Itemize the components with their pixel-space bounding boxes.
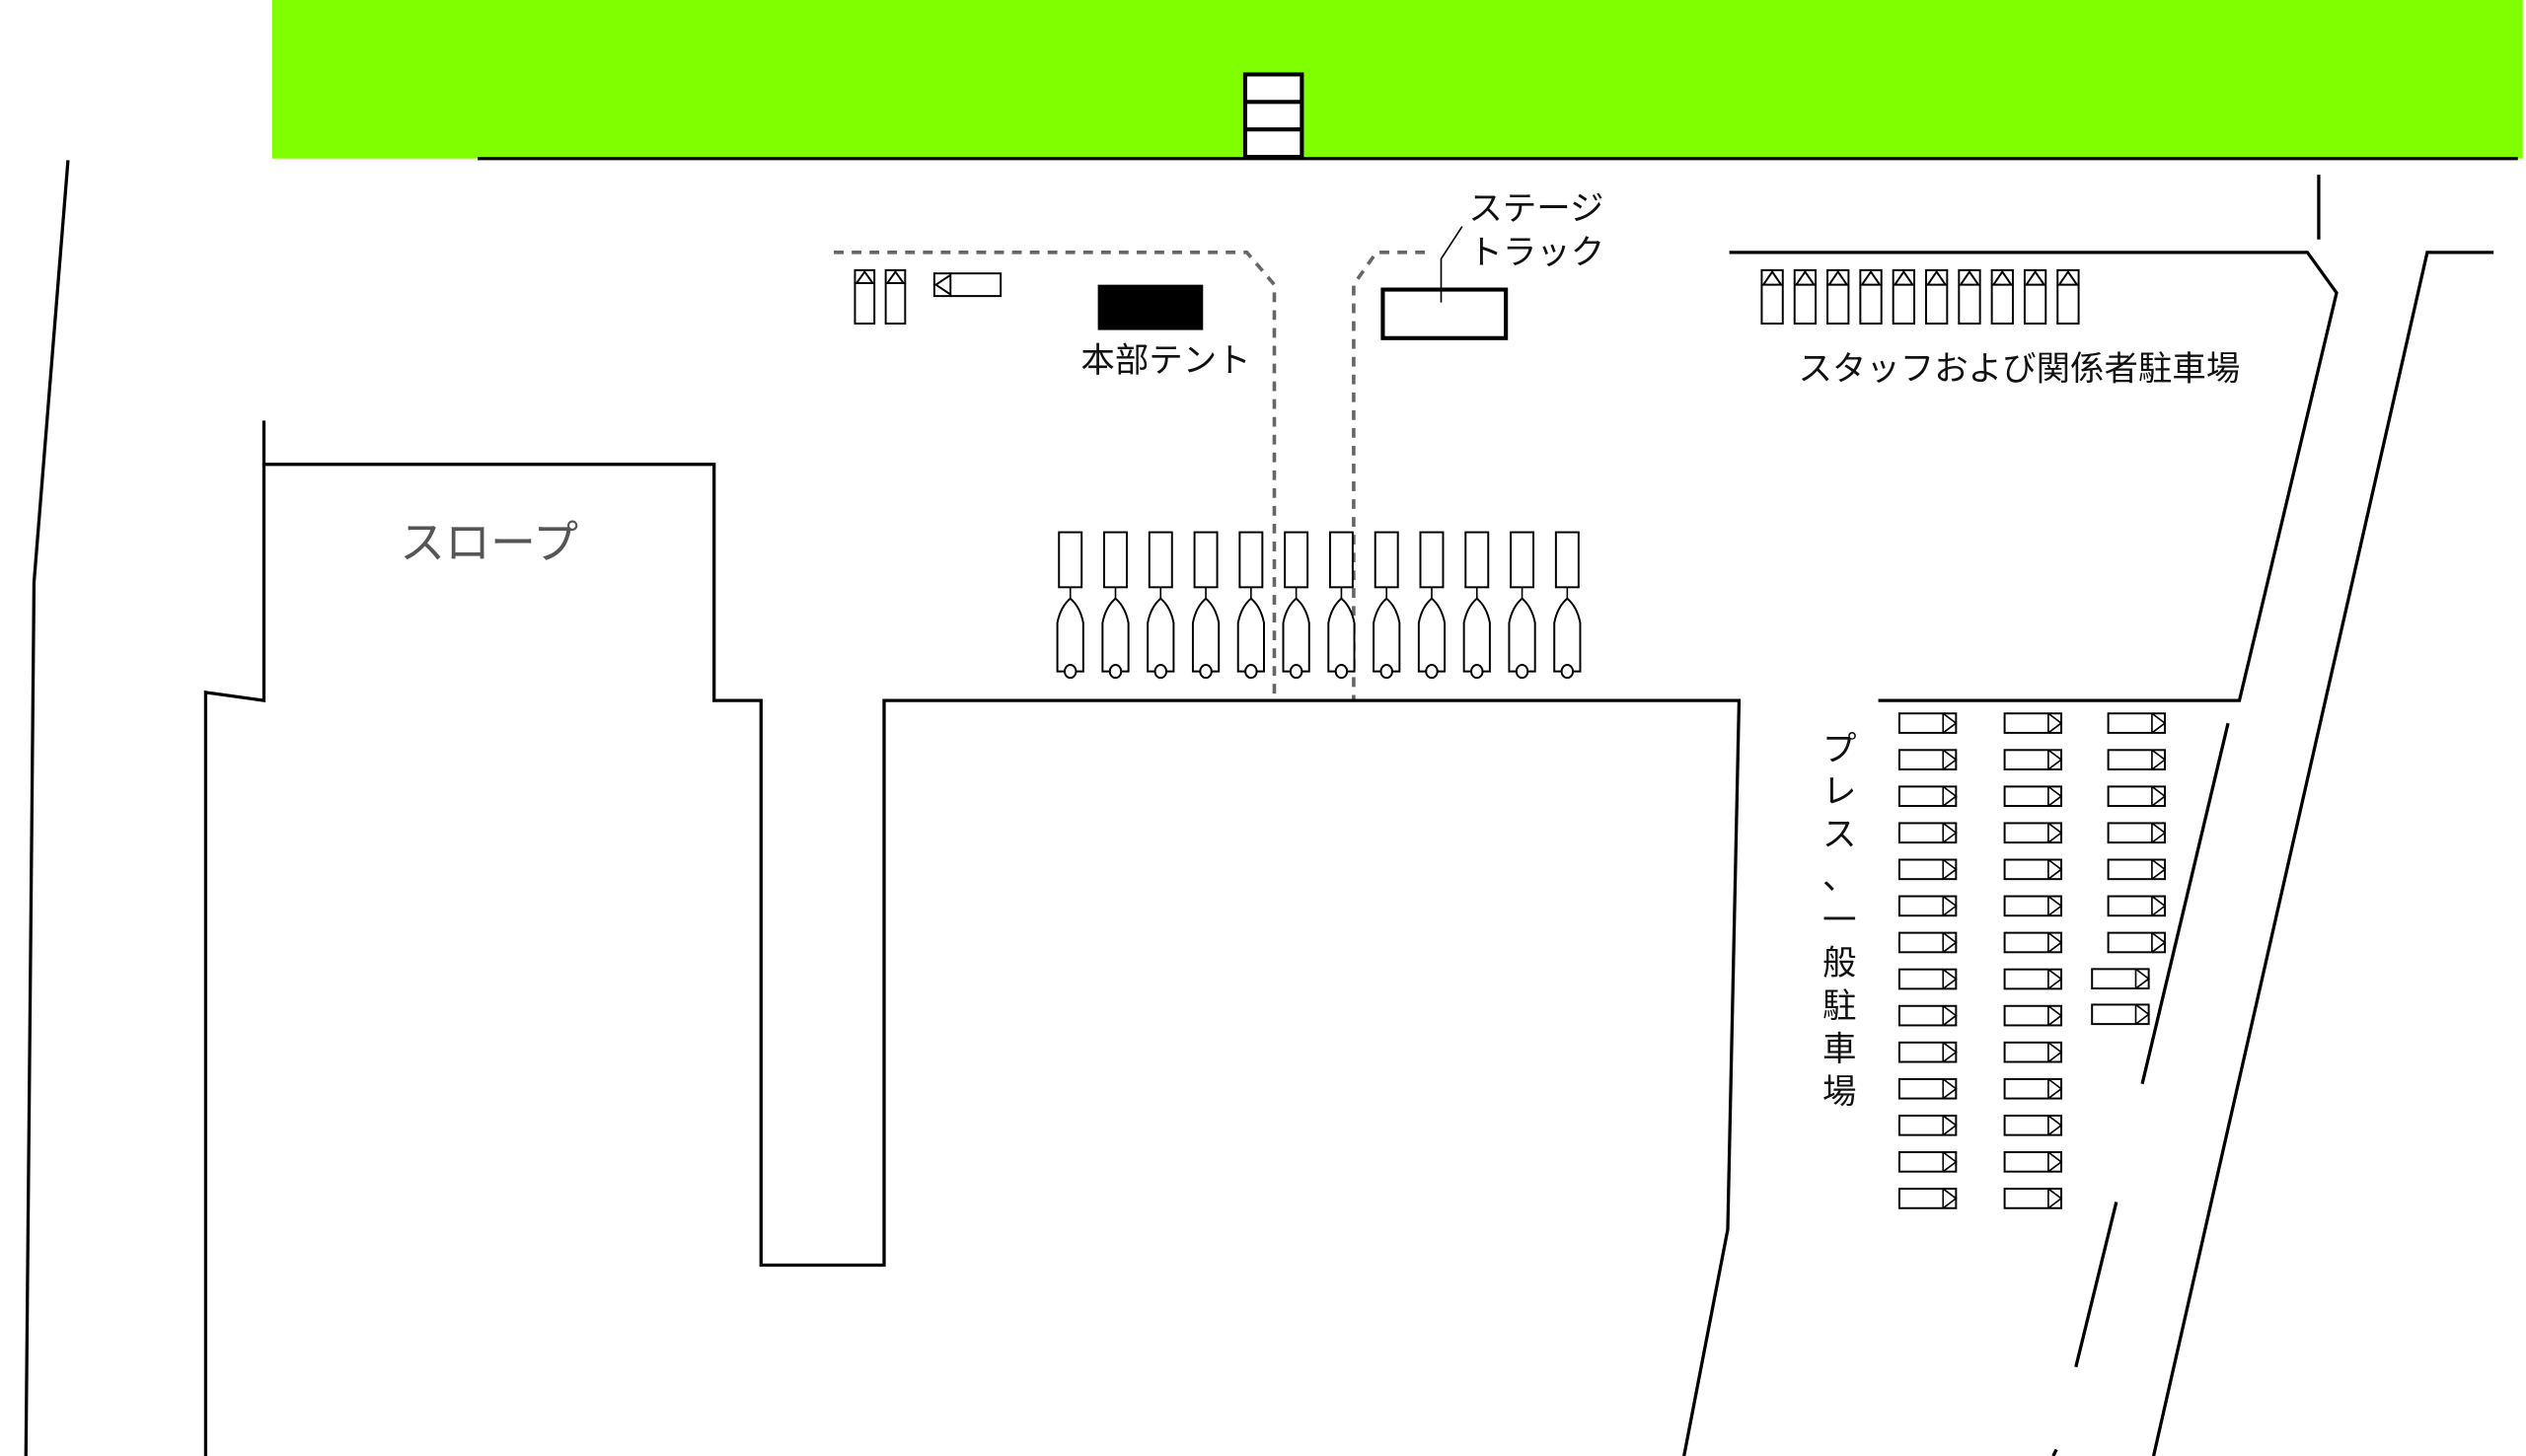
road-right-edge [2151,251,2494,1456]
press-car [2091,968,2151,990]
press-car [2107,931,2167,954]
press-car [1897,895,1958,917]
press-car [2107,785,2167,808]
press-car [2107,749,2167,770]
press-car [2003,1077,2063,1100]
press-car [2003,749,2063,770]
boat-trailer [1101,531,1130,680]
boat-trailer [1553,531,1582,680]
staff-car [1859,268,1883,325]
press-car [2003,785,2063,808]
press-car [1897,1188,1958,1209]
press-car [2003,858,2063,881]
boat-trailer [1417,531,1447,680]
boat-trailer [1147,531,1175,680]
boat-trailer [1236,531,1265,680]
press-label-char: 車 [1822,1030,1856,1069]
boat-trailer [1056,531,1084,680]
route-dashed-right [1352,251,1426,701]
press-car [1897,1004,1958,1027]
press-label-char: プ [1822,730,1856,769]
press-car [1897,931,1958,954]
press-car [2003,822,2063,844]
route-dashed-left [834,251,1277,701]
boat-trailer [1373,531,1401,680]
press-car [2107,858,2167,881]
stage-truck-label-2: トラック [1468,233,1604,272]
press-label-char: 駐 [1822,987,1856,1027]
press-car [2003,712,2063,734]
stairs-icon [1242,72,1304,160]
press-label-char: 一 [1822,902,1856,941]
press-car [1897,1041,1958,1063]
press-label-char: 、 [1822,858,1856,898]
press-car [2107,712,2167,734]
press-car [1897,749,1958,770]
stage-truck-label-1: ステージ [1468,189,1603,229]
press-car [2003,931,2063,954]
press-car [1897,968,1958,990]
boat-trailer [1327,531,1356,680]
staff-lot-boundary [1729,251,2339,702]
press-label-char: レ [1822,772,1856,812]
press-car [1897,858,1958,881]
staff-car [1958,268,1981,325]
press-label-char: 場 [1822,1072,1856,1112]
press-car [2107,895,2167,917]
staff-parking-label: スタッフおよび関係者駐車場 [1798,349,2240,389]
staff-car [1793,268,1818,325]
press-car [2003,1041,2063,1063]
staff-car [1760,268,1784,325]
left-boundary-line [24,160,70,1456]
boat-trailer [1508,531,1536,680]
press-car [2091,1003,2151,1026]
press-car [2003,968,2063,990]
slope-label: スロープ [400,516,578,569]
building-outline [261,420,1742,1456]
press-car [1897,785,1958,808]
press-car [2003,1114,2063,1136]
boat-trailer [1462,531,1491,680]
press-car [1897,1151,1958,1173]
press-parking-cars [1897,712,2167,1209]
press-car [1897,712,1958,734]
left-small-vehicles [854,268,1003,325]
stage-truck [1380,287,1509,340]
press-label-char: ス [1822,816,1856,855]
press-car [2003,1151,2063,1173]
boat-trailer [1282,531,1310,680]
hq-tent [1097,284,1204,330]
press-car [1897,822,1958,844]
press-car [2107,822,2167,844]
boat-trailers [1056,531,1582,680]
staff-car [2023,268,2047,325]
staff-car [1826,268,1850,325]
press-car [2003,1004,2063,1027]
press-label-char: 般 [1822,944,1856,983]
staff-cars [1760,268,2080,325]
staff-car [2056,268,2080,325]
staff-car [1990,268,2014,325]
road-lane-line [2074,1201,2118,1368]
press-car [1897,1114,1958,1136]
slope-outline [203,464,266,1456]
green-area [271,0,2523,159]
press-car [1897,1077,1958,1100]
staff-car [1892,268,1916,325]
boat-trailer [1191,531,1221,680]
road-lane-line [2140,722,2230,1085]
road-lane-line [2051,1448,2058,1456]
staff-car [1925,268,1949,325]
press-car [2003,1188,2063,1209]
stage-truck-leader [1440,226,1463,303]
press-car [2003,895,2063,917]
hq-tent-label: 本部テント [1080,341,1250,381]
